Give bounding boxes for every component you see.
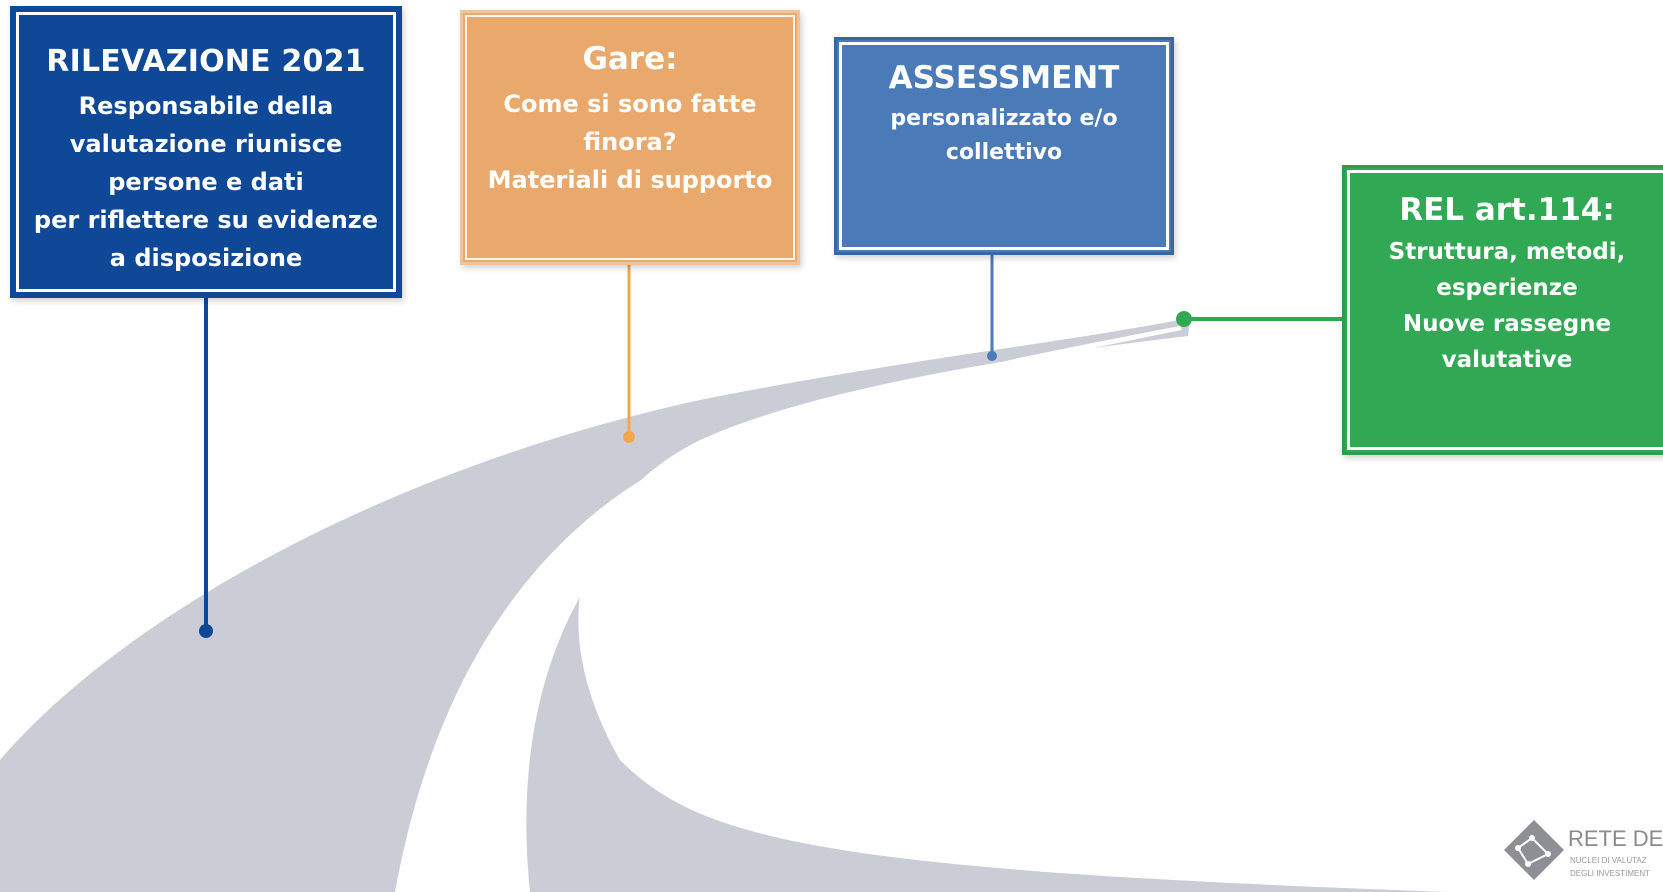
milestone-gare-line: finora?	[583, 128, 677, 156]
milestone-gare-line: Materiali di supporto	[487, 166, 773, 194]
milestone-rilevazione-line: Responsabile della	[78, 92, 334, 120]
milestone-gare-title: Gare:	[582, 41, 678, 77]
milestone-assessment-line: personalizzato e/o	[890, 106, 1118, 131]
milestone-gare: Gare: Come si sono fatte finora? Materia…	[460, 10, 800, 265]
milestone-assessment-title: ASSESSMENT	[888, 60, 1120, 96]
road-center-gap	[395, 326, 1182, 892]
road-surface	[0, 318, 1450, 892]
milestone-rel-line: Struttura, metodi,	[1388, 239, 1626, 265]
milestone-rilevazione: RILEVAZIONE 2021 Responsabile della valu…	[10, 6, 402, 298]
milestone-rel-line: Nuove rassegne	[1402, 311, 1612, 337]
milestone-rel-line: esperienze	[1436, 275, 1578, 301]
milestone-rilevazione-line: valutazione riunisce	[69, 130, 343, 158]
milestone-assessment: ASSESSMENT personalizzato e/o collettivo	[834, 37, 1174, 255]
milestone-assessment-line: collettivo	[945, 140, 1063, 165]
connector-dot-gare	[623, 431, 635, 443]
milestone-rel-line: valutative	[1441, 347, 1573, 373]
milestone-rilevazione-line: a disposizione	[109, 244, 303, 272]
logo-subtitle: DEGLI INVESTIMENT	[1570, 869, 1651, 878]
milestone-rel-title: REL art.114:	[1399, 192, 1615, 228]
logo-icon	[1504, 820, 1564, 880]
milestone-rilevazione-line: per riflettere su evidenze	[33, 206, 379, 234]
milestone-rilevazione-title: RILEVAZIONE 2021	[46, 44, 366, 79]
connector-dot-rel	[1176, 311, 1192, 327]
milestone-rilevazione-line: persone e dati	[108, 168, 304, 196]
connector-dot-rilevazione	[199, 624, 213, 638]
logo-name: RETE DEI	[1568, 826, 1663, 851]
milestone-gare-line: Come si sono fatte	[503, 90, 757, 118]
milestone-rel: REL art.114: Struttura, metodi, esperien…	[1342, 165, 1663, 455]
logo-subtitle: NUCLEI DI VALUTAZ	[1570, 856, 1647, 865]
connector-dot-assessment	[987, 351, 997, 361]
